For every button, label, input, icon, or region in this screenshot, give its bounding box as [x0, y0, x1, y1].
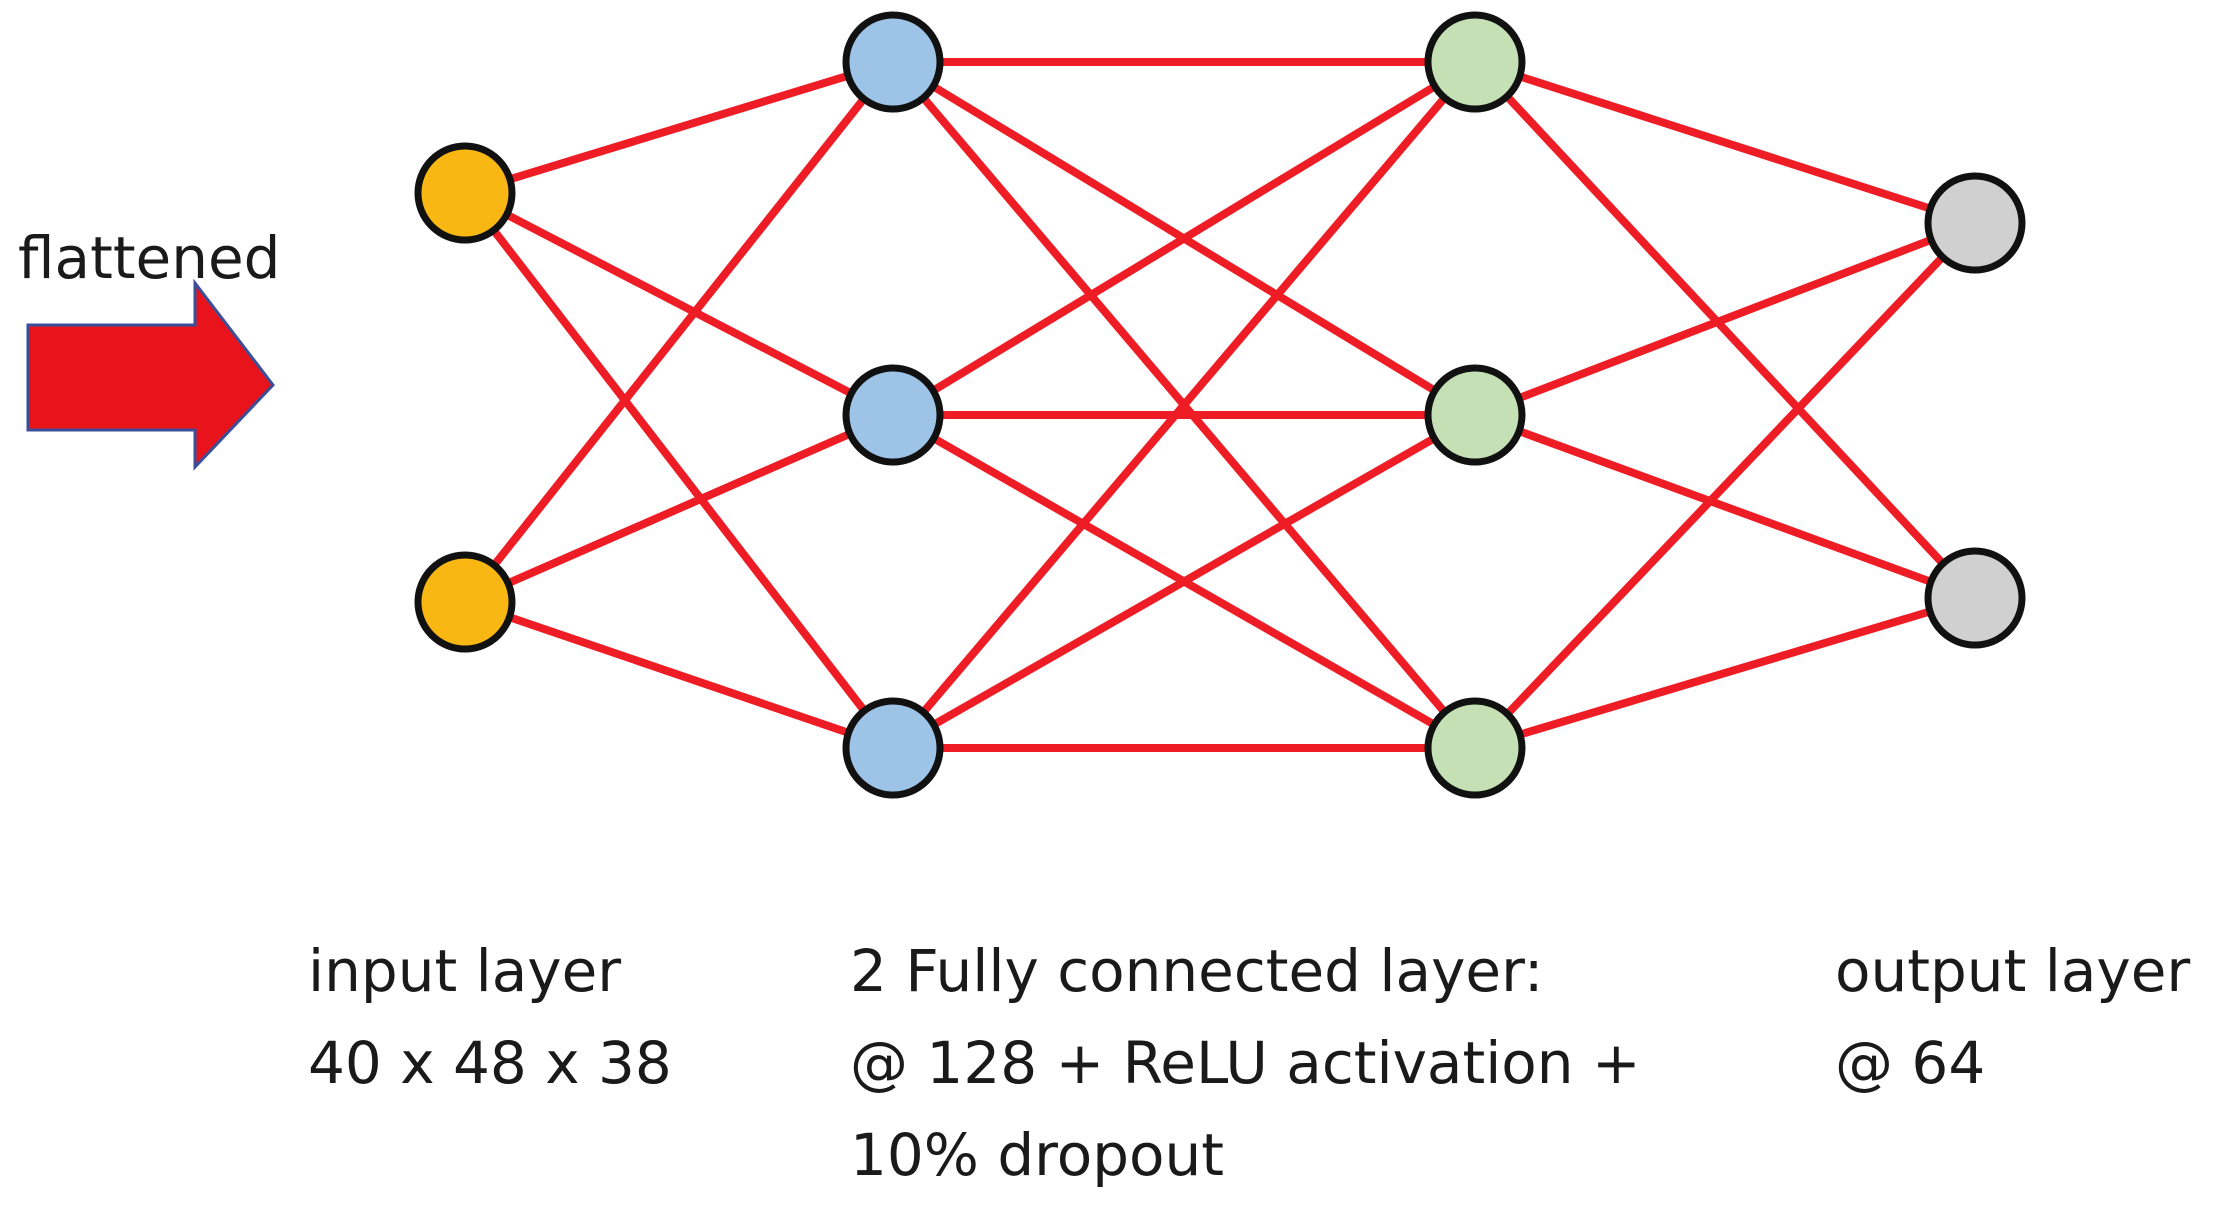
output-layer-units: @ 64 — [1835, 1029, 1986, 1097]
edge-hidden-2-1-to-output-1 — [1471, 58, 1979, 227]
edge-input-2-to-hidden-1-3 — [461, 598, 897, 752]
hidden-1-node-1 — [842, 11, 944, 113]
input-node-2 — [414, 551, 516, 653]
edge-hidden-2-3-to-output-2 — [1471, 594, 1979, 752]
edge-input-1-to-hidden-1-3 — [461, 189, 897, 752]
hidden-2-node-1 — [1424, 11, 1526, 113]
flattened-label: flattened — [18, 224, 281, 292]
input-layer-title: input layer — [308, 937, 622, 1005]
edge-hidden-2-2-to-output-1 — [1471, 219, 1979, 419]
edge-input-2-to-hidden-1-2 — [461, 411, 897, 606]
hidden-layers-label: 2 Fully connected layer: @ 128 + ReLU ac… — [850, 925, 1641, 1201]
edge-input-2-to-hidden-1-1 — [461, 58, 897, 606]
edge-hidden-2-3-to-output-1 — [1471, 219, 1979, 752]
hidden-2-node-2 — [1424, 364, 1526, 466]
hidden-layers-units: @ 128 + ReLU activation + — [850, 1029, 1641, 1097]
output-layer-title: output layer — [1835, 937, 2191, 1005]
edge-input-1-to-hidden-1-2 — [461, 189, 897, 419]
edge-hidden-1-3-to-hidden-2-1 — [889, 58, 1479, 752]
hidden-layers-title: 2 Fully connected layer: — [850, 937, 1544, 1005]
neuron-nodes — [414, 11, 2026, 799]
input-node-1 — [414, 142, 516, 244]
edge-hidden-2-2-to-output-2 — [1471, 411, 1979, 602]
connection-edges — [461, 58, 1979, 752]
input-layer-label: input layer 40 x 48 x 38 — [308, 925, 672, 1109]
flatten-arrow-icon — [26, 278, 275, 471]
edge-hidden-2-1-to-output-2 — [1471, 58, 1979, 602]
input-layer-shape: 40 x 48 x 38 — [308, 1029, 672, 1097]
output-node-2 — [1924, 547, 2026, 649]
edge-input-1-to-hidden-1-1 — [461, 58, 897, 197]
output-node-1 — [1924, 172, 2026, 274]
hidden-1-node-3 — [842, 697, 944, 799]
edge-hidden-1-2-to-hidden-2-1 — [889, 58, 1479, 419]
edge-hidden-1-3-to-hidden-2-2 — [889, 411, 1479, 752]
output-layer-label: output layer @ 64 — [1835, 925, 2190, 1109]
hidden-layers-dropout: 10% dropout — [850, 1121, 1225, 1189]
hidden-2-node-3 — [1424, 697, 1526, 799]
hidden-1-node-2 — [842, 364, 944, 466]
